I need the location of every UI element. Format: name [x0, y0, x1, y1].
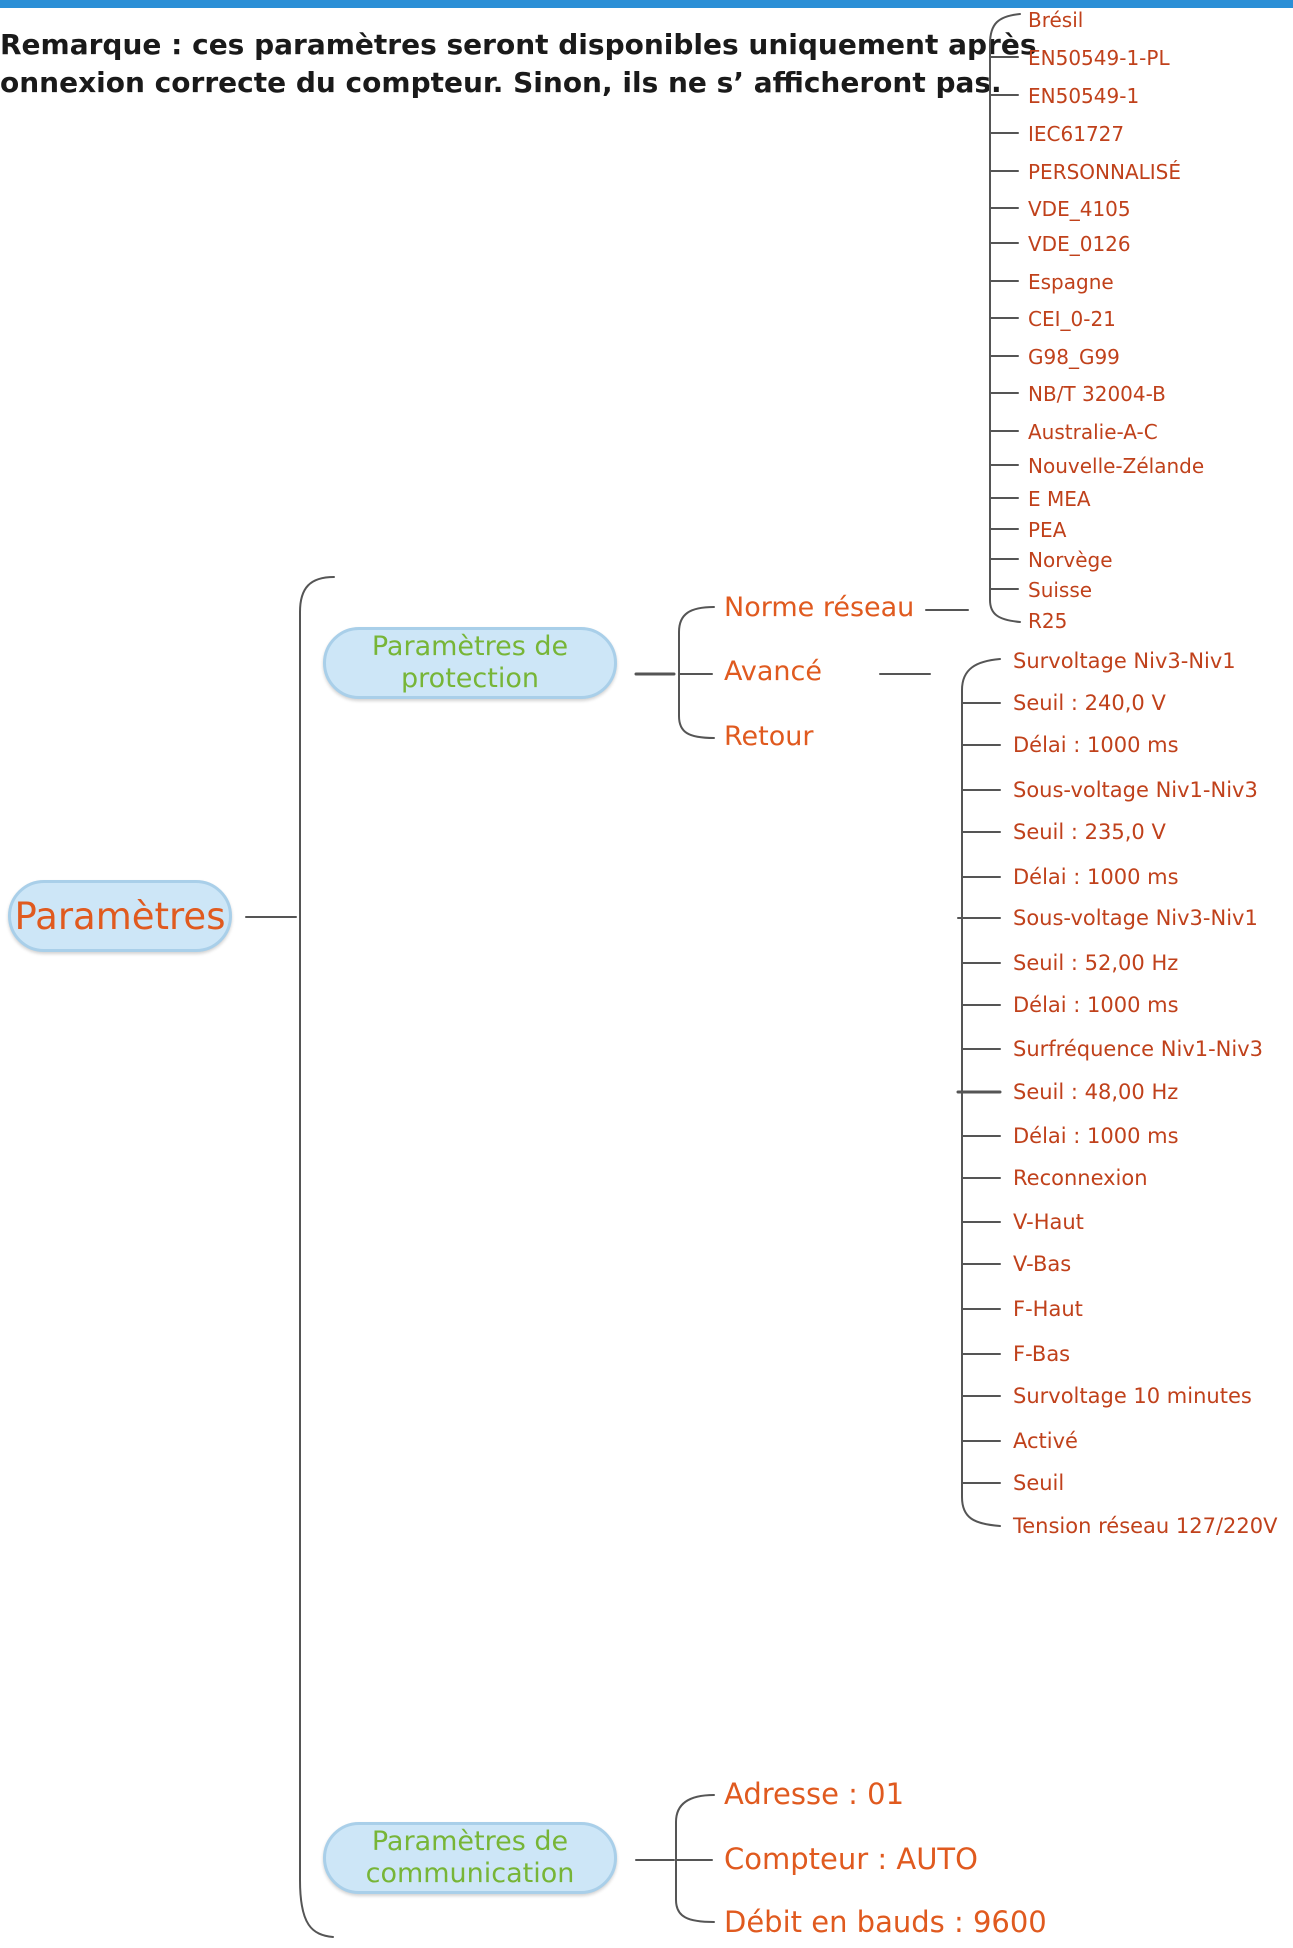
standards-ticks — [989, 56, 1019, 590]
advanced-setting-item: Seuil : 52,00 Hz — [1013, 951, 1179, 975]
advanced-setting-item: F-Haut — [1013, 1297, 1083, 1321]
remark-note: Remarque : ces paramètres seront disponi… — [0, 26, 1037, 102]
remark-line-2: onnexion correcte du compteur. Sinon, il… — [0, 66, 1002, 99]
top-accent-bar — [0, 0, 1293, 8]
grid-standard-item: PEA — [1028, 518, 1067, 542]
node-protection-settings: Paramètres de protection — [323, 627, 617, 699]
communication-bracket — [675, 1794, 715, 1923]
grid-standard-item: G98_G99 — [1028, 345, 1120, 369]
grid-standard-item: Nouvelle-Zélande — [1028, 454, 1205, 478]
grid-standard-item: PERSONNALISÉ — [1028, 160, 1182, 184]
grid-standard-item: Australie-A-C — [1028, 420, 1158, 444]
communication-child-compteur: Compteur : AUTO — [724, 1842, 978, 1876]
grid-standard-item: NB/T 32004-B — [1028, 382, 1166, 406]
advanced-setting-item: Délai : 1000 ms — [1013, 865, 1179, 889]
advanced-setting-item: Survoltage 10 minutes — [1013, 1384, 1252, 1408]
advanced-setting-item: Sous-voltage Niv1-Niv3 — [1013, 778, 1258, 802]
advanced-setting-item: V-Bas — [1013, 1252, 1072, 1276]
grid-standard-item: CEI_0-21 — [1028, 307, 1116, 331]
advanced-setting-item: Délai : 1000 ms — [1013, 1124, 1179, 1148]
advanced-setting-item: Surfréquence Niv1-Niv3 — [1013, 1037, 1264, 1061]
grid-standard-item: EN50549-1-PL — [1028, 46, 1170, 70]
advanced-setting-item: F-Bas — [1013, 1342, 1071, 1366]
communication-label-line-2: communication — [365, 1858, 575, 1889]
communication-child-debit: Débit en bauds : 9600 — [724, 1905, 1047, 1939]
grid-standard-item: IEC61727 — [1028, 122, 1125, 146]
advanced-setting-item: Sous-voltage Niv3-Niv1 — [1013, 906, 1258, 930]
advanced-setting-item: Délai : 1000 ms — [1013, 733, 1179, 757]
protection-label-line-2: protection — [401, 663, 539, 694]
protection-bracket — [678, 606, 715, 739]
grid-standard-item: Espagne — [1028, 270, 1114, 294]
communication-label-line-1: Paramètres de — [371, 1826, 569, 1857]
grid-standard-item: EN50549-1 — [1028, 84, 1140, 108]
root-node-parametres: Paramètres — [8, 880, 232, 952]
grid-standard-item: Norvège — [1028, 548, 1113, 572]
grid-standard-item: VDE_4105 — [1028, 197, 1131, 221]
grid-standard-item: E MEA — [1028, 487, 1091, 511]
advanced-setting-item: Seuil — [1013, 1471, 1065, 1495]
standards-bracket — [989, 13, 1021, 623]
advanced-ticks — [956, 702, 1002, 1484]
advanced-setting-item: Activé — [1013, 1429, 1078, 1453]
main-bracket — [299, 576, 335, 1938]
protection-child-norme-reseau: Norme réseau — [724, 592, 915, 623]
advanced-setting-item: Seuil : 235,0 V — [1013, 820, 1166, 844]
protection-child-avance: Avancé — [724, 656, 822, 687]
advanced-setting-item: Délai : 1000 ms — [1013, 993, 1179, 1017]
grid-standard-item: Brésil — [1028, 8, 1084, 32]
node-communication-settings: Paramètres de communication — [323, 1822, 617, 1894]
advanced-setting-item: Survoltage Niv3-Niv1 — [1013, 649, 1236, 673]
root-node-label: Paramètres — [14, 894, 226, 938]
grid-standard-item: R25 — [1028, 609, 1068, 633]
advanced-setting-item: Tension réseau 127/220V — [1013, 1514, 1278, 1538]
communication-child-adresse: Adresse : 01 — [724, 1777, 905, 1811]
advanced-setting-item: Reconnexion — [1013, 1166, 1148, 1190]
protection-label-line-1: Paramètres de — [371, 631, 569, 662]
remark-line-1: Remarque : ces paramètres seront disponi… — [0, 28, 1037, 61]
protection-child-retour: Retour — [724, 721, 814, 752]
grid-standard-item: VDE_0126 — [1028, 232, 1131, 256]
advanced-setting-item: V-Haut — [1013, 1210, 1084, 1234]
grid-standard-item: Suisse — [1028, 578, 1093, 602]
advanced-setting-item: Seuil : 48,00 Hz — [1013, 1080, 1179, 1104]
advanced-setting-item: Seuil : 240,0 V — [1013, 691, 1166, 715]
